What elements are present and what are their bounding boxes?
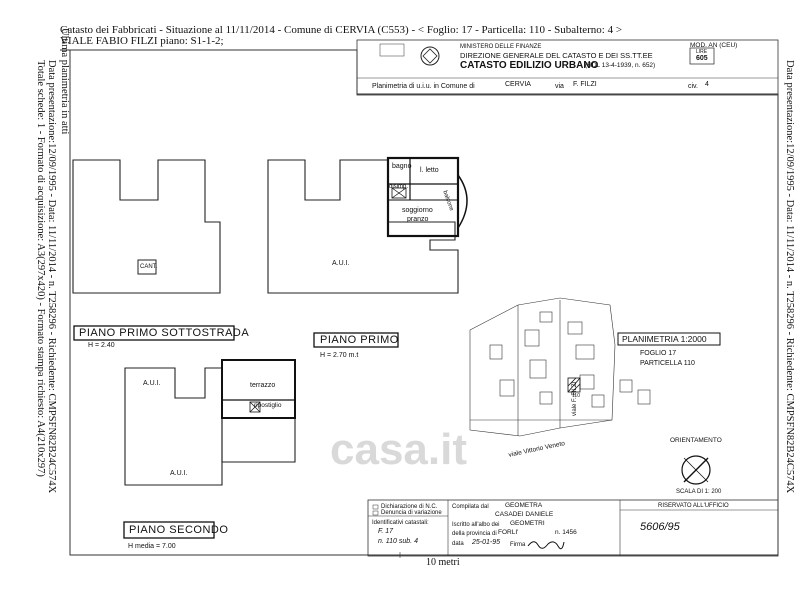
lire-value: 605	[696, 55, 708, 62]
scala-label: SCALA DI 1: 200	[676, 489, 722, 495]
room-soggiorno: soggiorno	[402, 207, 433, 214]
via-value: F. FILZI	[573, 81, 597, 88]
room-aui-secondo-left: A.U.I.	[143, 380, 161, 387]
room-ripostiglio: ripostiglio	[254, 402, 282, 409]
site-map-sketch	[469, 297, 651, 437]
form-dich-nc: Dichiarazione di N.C.	[381, 504, 438, 510]
primo-label-box	[313, 332, 399, 348]
form-data-value: 25-01-95	[472, 539, 501, 546]
planimetria-prefix: Planimetria di u.i.u. in Comune di	[372, 83, 475, 90]
sheet-border	[60, 49, 779, 556]
floor-height-sottostrada: H = 2.40	[88, 342, 115, 349]
site-plan-title: PLANIMETRIA 1:2000	[622, 334, 707, 344]
primo-outline	[267, 159, 459, 294]
floor-height-secondo: H media = 7.00	[128, 543, 176, 550]
emblem-icon	[420, 46, 440, 66]
form-firma: Firma	[510, 542, 526, 548]
floor-label-primo: PIANO PRIMO	[320, 334, 399, 346]
lire-stamp	[689, 47, 715, 65]
floor-label-secondo: PIANO SECONDO	[129, 524, 229, 536]
form-provincia: FORLI'	[498, 529, 519, 536]
apartment-unit	[386, 156, 460, 238]
room-disimp: disimp.	[389, 184, 409, 190]
signature	[526, 535, 566, 554]
sottostrada-label-box	[73, 325, 235, 341]
form-iscritto: Iscritto all'albo dei	[452, 522, 500, 528]
ministry-line1: MINISTERO DELLE FINANZE	[460, 44, 542, 50]
form-provincia-label: della provincia di	[452, 531, 497, 537]
parcel-110-hatched	[567, 377, 581, 393]
lire-label: LIRE	[696, 49, 708, 55]
room-cant: CANT.	[140, 264, 158, 270]
comune-value: CERVIA	[505, 81, 531, 88]
secondo-outline	[124, 367, 223, 486]
form-nome: CASADEI DANIELE	[495, 511, 554, 518]
planimetria-title-box	[617, 332, 721, 346]
site-plan-particella: PARTICELLA 110	[640, 360, 695, 367]
form-geometra: GEOMETRA	[505, 502, 543, 509]
cant-room	[137, 259, 157, 275]
header-line1: Catasto dei Fabbricati - Situazione al 1…	[60, 24, 623, 36]
room-aui-primo: A.U.I.	[332, 260, 350, 267]
ministry-line2: DIREZIONE GENERALE DEL CATASTO E DEI SS.…	[460, 51, 653, 60]
balcone-arc	[457, 174, 468, 229]
form-f-value: F. 17	[378, 528, 394, 535]
form-denuncia: Denuncia di variazione	[381, 510, 442, 516]
floor-label-sottostrada: PIANO PRIMO SOTTOSTRADA	[79, 327, 250, 339]
office-stamp-number: 5606/95	[640, 521, 680, 533]
ministry-box	[356, 39, 779, 96]
ministry-title: CATASTO EDILIZIO URBANO	[460, 60, 599, 71]
mod-label: MOD. AN (CEU)	[690, 42, 738, 49]
room-bagno: bagno	[392, 163, 412, 170]
watermark: casa.it	[330, 425, 467, 474]
civ-value: 4	[705, 81, 709, 88]
floor-height-primo: H = 2.70 m.t	[320, 352, 359, 359]
form-albo: GEOMETRI	[510, 520, 545, 527]
room-terrazzo: terrazzo	[250, 382, 276, 389]
parcel-number: 110	[572, 393, 580, 399]
form-compilata: Compilata dal	[452, 504, 489, 510]
form-numero: n. 1456	[555, 529, 577, 536]
scale-bar-label: 10 metri	[426, 557, 460, 568]
compass-circle	[681, 455, 711, 485]
ministry-subtitle: (RDL 13-4-1939, n. 652)	[585, 62, 656, 69]
form-riservato: RISERVATO ALL'UFFICIO	[658, 503, 729, 509]
form-identificativi: Identificativi catastali:	[372, 520, 429, 526]
via-label: via	[555, 83, 564, 90]
header-line2: VIALE FABIO FILZI piano: S1-1-2;	[60, 35, 224, 47]
orientamento-label: ORIENTAMENTO	[670, 437, 722, 444]
form-n-value: n. 110 sub. 4	[378, 538, 418, 545]
room-pranzo: pranzo	[407, 216, 429, 223]
secondo-label-box	[123, 521, 215, 539]
terrace-unit	[221, 359, 296, 419]
form-data-label: data	[452, 541, 464, 547]
room-aui-secondo-bottom: A.U.I.	[170, 470, 188, 477]
sottostrada-outline	[72, 159, 221, 294]
site-plan-foglio: FOGLIO 17	[640, 350, 677, 357]
room-letto: l. letto	[420, 167, 439, 174]
civ-label: civ.	[688, 83, 698, 90]
form-frame	[367, 499, 779, 557]
